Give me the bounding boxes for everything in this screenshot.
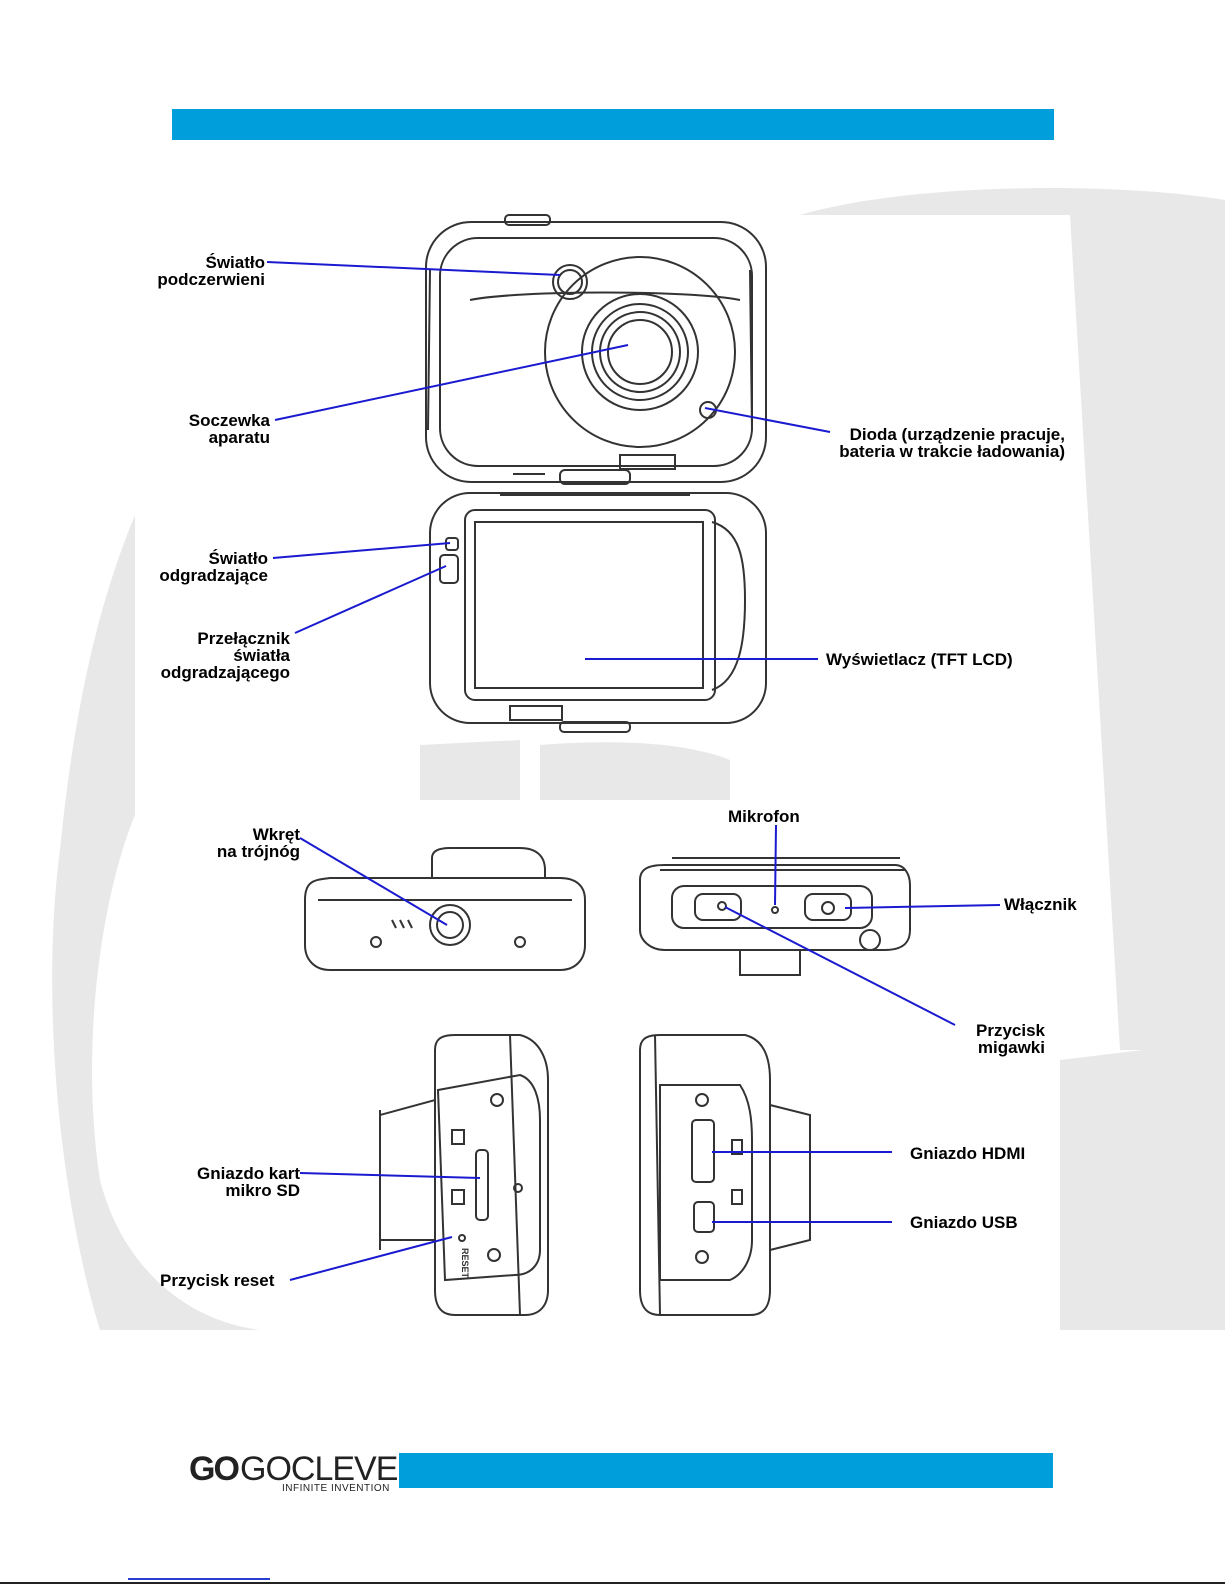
page-bottom-rule [0,1582,1225,1584]
label-ir-light-line2: podczerwieni [157,270,265,289]
label-ir-light: Światło podczerwieni [130,254,265,288]
label-lens: Soczewka aparatu [140,412,270,446]
label-usb: Gniazdo USB [910,1213,1018,1232]
logo-name: GOCLEVER [240,1450,422,1488]
header-bar [172,109,1054,140]
label-sd-slot: Gniazdo kart mikro SD [150,1165,300,1199]
label-power: Włącznik [1004,895,1077,914]
page-bottom-link-underline [128,1578,270,1580]
camera-right-side-view [639,1034,811,1316]
label-shutter-line1: Przycisk [976,1021,1045,1040]
label-diode: Dioda (urządzenie pracuje, bateria w tra… [810,426,1065,460]
label-fill-light-line1: Światło [208,549,268,568]
label-fill-light: Światło odgradzające [150,550,268,584]
label-hdmi: Gniazdo HDMI [910,1144,1026,1163]
camera-back-view [429,492,767,733]
label-lens-line1: Soczewka [188,411,270,430]
label-ir-light-line1: Światło [205,253,265,272]
label-diode-line1: Dioda (urządzenie pracuje, [849,425,1065,444]
label-fill-light-line2: odgradzające [159,566,268,585]
logo-tagline: INFINITE INVENTION [282,1483,390,1494]
label-tripod-line1: Wkręt [252,825,300,844]
label-fill-switch-line2: światła [233,646,290,665]
label-shutter-line2: migawki [977,1038,1045,1057]
label-lens-line2: aparatu [208,428,270,447]
label-reset: Przycisk reset [160,1271,275,1290]
footer-bar [399,1453,1053,1488]
label-fill-switch-line1: Przełącznik [197,629,290,648]
camera-bottom-view [304,847,586,971]
label-fill-switch: Przełącznik światła odgradzającego [150,630,290,681]
logo-mark: GO [189,1450,240,1488]
label-fill-switch-line3: odgradzającego [160,663,290,682]
label-sd-slot-line2: mikro SD [225,1181,300,1200]
label-sd-slot-line1: Gniazdo kart [197,1164,300,1183]
camera-front-view [425,214,767,485]
label-diode-line2: bateria w trakcie ładowania) [839,442,1065,461]
label-display: Wyświetlacz (TFT LCD) [826,650,1013,669]
label-tripod: Wkręt na trójnóg [180,826,300,860]
reset-marking: RESET [460,1248,470,1279]
label-shutter: Przycisk migawki [930,1022,1045,1056]
label-microphone: Mikrofon [728,807,800,826]
camera-left-side-view [379,1034,549,1316]
label-tripod-line2: na trójnóg [216,842,300,861]
